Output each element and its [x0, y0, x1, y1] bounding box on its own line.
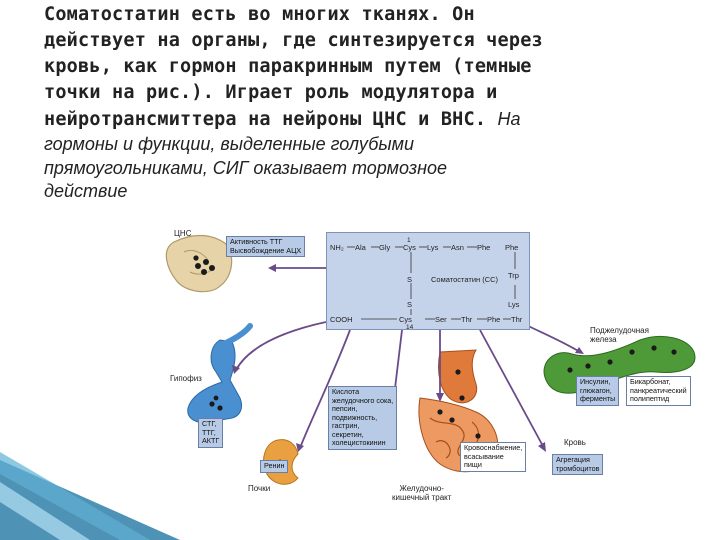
n-terminal: NH₂ [330, 243, 344, 252]
position-14: 14 [406, 324, 414, 331]
somatostatin-structure: NH₂ Ala Gly Cys Lys Asn Phe Phe 1 S S Со… [326, 232, 530, 331]
slide-text: Соматостатин есть во многих тканях. Он д… [44, 2, 684, 204]
residue-cys-3: Cys [403, 243, 416, 252]
position-1: 1 [407, 237, 411, 244]
text-line-6: гормоны и функции, выделенные голубыми [44, 134, 414, 154]
text-line-2: действует на органы, где синтезируется ч… [44, 30, 543, 51]
kidney-effect-box: Ренин [260, 460, 289, 473]
blood-effect-box: Агрегация тромбоцитов [552, 454, 604, 475]
disulfide-s2: S [407, 300, 413, 309]
residue-trp: Trp [508, 271, 519, 280]
kidneys-label: Почки [248, 484, 271, 493]
text-line-4: точки на рис.). Играет роль модулятора и [44, 82, 498, 103]
residue-phe-7: Phe [505, 243, 519, 252]
residue-phe-6: Phe [477, 243, 491, 252]
pituitary-hormones-box: СТГ, ТТГ, АКТГ [198, 418, 224, 448]
blood-label: Кровь [564, 438, 586, 447]
pituitary-label: Гипофиз [170, 374, 202, 383]
text-line-3: кровь, как гормон паракринным путем (тем… [44, 56, 532, 77]
residue-lys-9: Lys [508, 300, 520, 309]
somatostatin-figure: ЦНС Гипофиз Почки Желудочно- кишечный тр… [140, 222, 700, 540]
text-line-8: действие [44, 181, 128, 201]
gi-secretion-box: Кислота желудочного сока, пепсин, подвиж… [328, 386, 398, 450]
pancreas-hormones-box: Инсулин, глюкагон, ферменты [576, 376, 620, 406]
text-line-5-bold: нейротрансмиттера на нейроны ЦНС и ВНС. [44, 109, 487, 130]
c-terminal: COOH [330, 315, 353, 324]
pancreas-label: Поджелудочная железа [590, 326, 649, 344]
residue-cys-14: Cys [399, 315, 412, 324]
residue-ala: Ala [355, 243, 366, 252]
residue-ser: Ser [435, 315, 447, 324]
pancreas-other-box: Бикарбонат, панкреатический полипептид [626, 376, 691, 406]
peptide-lines [347, 246, 516, 320]
gi-blood-box: Кровоснабжение, всасывание пищи [460, 442, 527, 472]
residue-lys: Lys [427, 243, 439, 252]
text-line-7: прямоугольниками, СИГ оказывает тормозно… [44, 157, 448, 178]
disulfide-s1: S [407, 275, 413, 284]
pituitary-illustration [187, 323, 253, 423]
residue-asn: Asn [451, 243, 464, 252]
residue-thr-12: Thr [461, 315, 473, 324]
cns-illustration [165, 234, 233, 293]
text-line-1: Соматостатин есть во многих тканях. Он [44, 4, 475, 25]
residue-thr-10: Thr [511, 315, 523, 324]
gi-tract-label: Желудочно- кишечный тракт [392, 484, 452, 502]
text-line-5: нейротрансмиттера на нейроны ЦНС и ВНС. … [44, 106, 684, 133]
cns-effects-box: Активность ТТГ Высвобождение АЦХ [226, 236, 306, 257]
cns-label: ЦНС [174, 229, 192, 238]
text-line-5-italic: На [497, 109, 521, 129]
residue-phe-11: Phe [487, 315, 501, 324]
residue-gly: Gly [379, 243, 391, 252]
corner-decoration [0, 452, 180, 540]
peptide-name: Соматостатин (СС) [431, 275, 499, 284]
